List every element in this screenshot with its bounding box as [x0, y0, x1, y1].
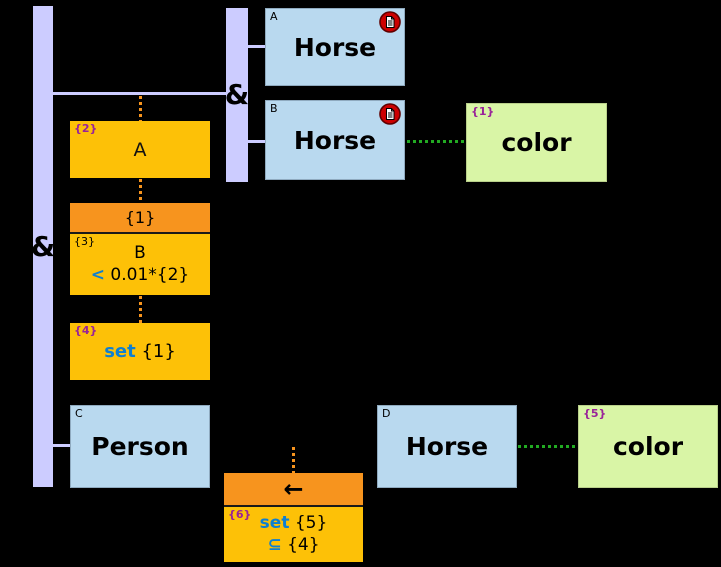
node-arrow[interactable]: ←	[224, 473, 363, 507]
node-set-5[interactable]: {6} set {5} ⊆ {4}	[224, 507, 363, 562]
node-tag: {4}	[74, 324, 98, 337]
dotted-connector-to-class-a	[139, 96, 142, 121]
node-class-b[interactable]: {3} B < 0.01*{2}	[70, 234, 210, 295]
node-tag: {5}	[583, 407, 607, 420]
node-title: B	[134, 243, 146, 264]
node-title: {1}	[124, 208, 156, 227]
node-tag: {2}	[74, 122, 98, 135]
node-title: color	[612, 432, 684, 461]
node-color-5[interactable]: {5} color	[578, 405, 718, 488]
node-class-a[interactable]: {2} A	[70, 121, 210, 178]
set-expression: set {5}	[260, 513, 328, 534]
node-tag: D	[382, 407, 391, 420]
tick-horse-a	[248, 45, 265, 48]
subset-expression: ⊆ {4}	[267, 535, 319, 556]
subset-operator: ⊆	[267, 534, 282, 555]
node-title: Horse	[293, 32, 377, 62]
condition-expression: < 0.01*{2}	[91, 265, 189, 286]
dotted-connector-to-arrow-box	[292, 447, 295, 473]
node-person[interactable]: C Person	[70, 405, 210, 488]
node-color-1[interactable]: {1} color	[466, 103, 607, 182]
document-badge-icon[interactable]	[379, 103, 401, 125]
document-badge-icon[interactable]	[379, 11, 401, 33]
node-horse-a[interactable]: A Horse	[265, 8, 405, 86]
dotted-connector-horse-d-to-color	[518, 445, 577, 448]
node-horse-b[interactable]: B Horse	[265, 100, 405, 180]
ampersand-operator: &	[224, 78, 250, 111]
node-tag: A	[270, 10, 278, 23]
and-operator-bar-top[interactable]: &	[224, 8, 250, 182]
set-expression: set {1}	[104, 341, 176, 362]
node-title: Horse	[293, 125, 377, 155]
left-arrow-icon: ←	[283, 475, 304, 503]
dotted-connector-horse-b-to-color	[407, 140, 465, 143]
dotted-connector-class-a-to-aggregate	[139, 179, 142, 203]
and-operator-bar-left[interactable]: &	[30, 6, 56, 487]
less-than-operator: <	[90, 264, 106, 285]
dotted-connector-class-b-to-set	[139, 296, 142, 323]
node-horse-d[interactable]: D Horse	[377, 405, 517, 488]
subset-value: {4}	[281, 534, 320, 555]
node-title: color	[501, 128, 572, 157]
condition-value: 0.01*{2}	[105, 264, 190, 285]
set-keyword: set	[104, 341, 136, 362]
node-tag: {6}	[228, 508, 252, 521]
node-title: A	[133, 138, 147, 161]
set-keyword: set	[259, 513, 290, 534]
node-title: Person	[91, 432, 189, 461]
node-body: set {5} ⊆ {4}	[260, 513, 328, 556]
set-value: {5}	[289, 513, 328, 534]
node-tag: C	[75, 407, 83, 420]
node-set-1[interactable]: {4} set {1}	[70, 323, 210, 380]
node-title: Horse	[405, 432, 489, 461]
connector-left-to-top-bar	[53, 92, 226, 95]
tick-person	[53, 444, 70, 447]
ampersand-operator: &	[30, 229, 56, 263]
node-tag: B	[270, 102, 278, 115]
tick-horse-b	[248, 140, 265, 143]
node-body: B < 0.01*{2}	[91, 243, 189, 286]
set-value: {1}	[135, 341, 176, 362]
node-aggregate-header[interactable]: {1}	[70, 203, 210, 234]
node-tag: {1}	[471, 105, 495, 118]
node-tag: {3}	[74, 235, 95, 248]
